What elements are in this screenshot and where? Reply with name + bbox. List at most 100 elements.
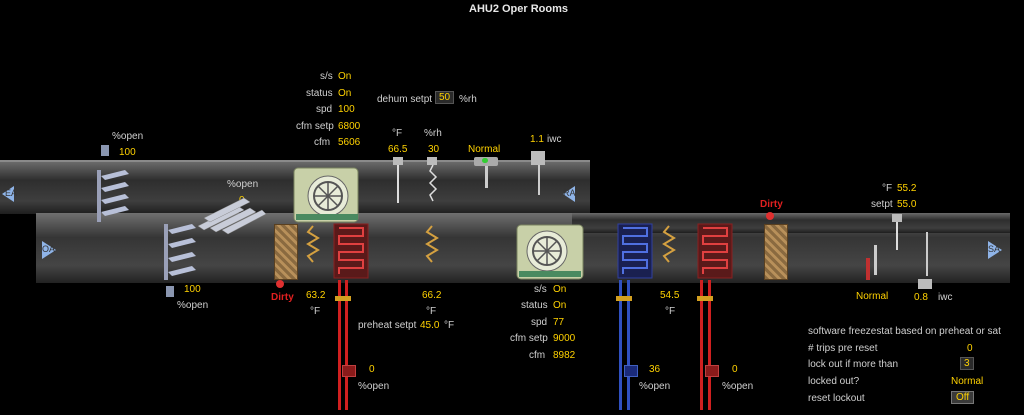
return-temp-sensor-icon (393, 157, 403, 165)
oa-damper-actuator-icon (166, 286, 174, 297)
sat-sensor-icon (892, 214, 902, 222)
chw-return-pipe (627, 280, 630, 410)
rf-spd-value: 100 (338, 104, 355, 115)
freezestat-reset-label: reset lockout (808, 393, 865, 404)
outside-air-arrow-icon (42, 241, 56, 259)
filter-2-status: Dirty (760, 199, 783, 210)
ea-damper-label: %open (112, 131, 144, 142)
supply-smoke-rod (874, 245, 877, 275)
return-fan-icon[interactable] (293, 167, 364, 223)
return-rh-sensor-icon (427, 157, 437, 165)
mixed-temp-value: 66.2 (422, 290, 442, 301)
chw-pipe-union (616, 296, 632, 301)
sat-probe (896, 222, 898, 250)
supply-static-sensor-icon (918, 279, 932, 289)
freezestat-reset-button[interactable]: Off (951, 391, 975, 404)
rf-cfm-label: cfm (314, 137, 331, 148)
preheat-valve-icon[interactable] (342, 365, 356, 377)
oa-damper-label: %open (177, 300, 209, 311)
oa-label: OA (42, 244, 56, 254)
ea-damper-value: 100 (119, 147, 136, 158)
sf-ss-value: On (553, 284, 567, 295)
reheat-return-pipe (708, 280, 711, 410)
reheat-valve-value: 0 (732, 364, 738, 375)
filter-1-icon (274, 224, 298, 280)
preheat-temp-value: 63.2 (306, 290, 326, 301)
supply-static-unit: iwc (938, 292, 953, 303)
supply-arrow-icon (988, 241, 1002, 259)
supply-smoke-probe (866, 258, 870, 280)
rf-cfm-setp-value: 6800 (338, 121, 361, 132)
mix-damper-label: %open (227, 179, 259, 190)
mixed-temp-probe-icon (425, 225, 439, 263)
ea-label: EA (5, 188, 18, 198)
freezestat-locked-label: locked out? (808, 376, 860, 387)
return-static-value: 1.1 (530, 134, 544, 145)
preheat-pipe-union (335, 296, 351, 301)
preheat-temp-unit: °F (310, 306, 321, 317)
chw-valve-value: 36 (649, 364, 661, 375)
ea-damper-blades-icon (97, 170, 129, 222)
sf-spd-value: 77 (553, 317, 565, 328)
rf-status-label: status (306, 88, 333, 99)
smoke-probe (485, 166, 488, 188)
sf-cfm-label: cfm (529, 350, 546, 361)
dehum-setpt-input[interactable]: 50 (435, 91, 455, 104)
freezestat-trips-label: # trips pre reset (808, 343, 878, 354)
chw-valve-icon[interactable] (624, 365, 638, 377)
filter-2-alarm-icon (766, 212, 774, 220)
return-rh-probe-icon (428, 164, 438, 202)
supply-static-value: 0.8 (914, 292, 928, 303)
freezestat-trips-value: 0 (967, 343, 973, 354)
static-probe (538, 165, 540, 195)
supply-static-probe (926, 232, 928, 276)
dehum-setpt-unit: %rh (459, 94, 477, 105)
sf-status-value: On (553, 300, 567, 311)
chw-supply-pipe (619, 280, 622, 410)
rf-cfm-setp-label: cfm setp (296, 121, 334, 132)
cooling-temp-value: 54.5 (660, 290, 680, 301)
preheat-setpt-value[interactable]: 45.0 (420, 320, 440, 331)
sat-value: 55.2 (897, 183, 917, 194)
sat-unit: °F (882, 183, 893, 194)
oa-damper-blades-icon (164, 224, 196, 280)
supply-fan-icon[interactable] (516, 224, 587, 281)
filter-2-icon (764, 224, 788, 280)
sf-status-label: status (521, 300, 548, 311)
return-temp-probe (397, 165, 399, 203)
preheat-supply-pipe (338, 280, 341, 410)
return-arrow-icon (563, 186, 575, 202)
freezestat-lockout-input[interactable]: 3 (960, 357, 974, 370)
smoke-detector-status: Normal (468, 144, 501, 155)
ra-label: RA (563, 188, 576, 198)
sf-cfm-value: 8982 (553, 350, 576, 361)
supply-smoke-status: Normal (856, 291, 889, 302)
reheat-coil-icon (697, 223, 733, 279)
return-rh-value: 30 (428, 144, 440, 155)
rh-unit: %rh (424, 128, 442, 139)
rf-ss-value: On (338, 71, 352, 82)
preheat-valve-value: 0 (369, 364, 375, 375)
rf-spd-label: spd (316, 104, 333, 115)
chw-valve-label: %open (639, 381, 671, 392)
dehum-setpt-label: dehum setpt (377, 94, 433, 105)
freezestat-locked-value: Normal (951, 376, 984, 387)
reheat-supply-pipe (700, 280, 703, 410)
preheat-temp-probe-icon (306, 225, 320, 263)
sf-spd-label: spd (531, 317, 548, 328)
rt-unit: °F (392, 128, 403, 139)
rf-cfm-value: 5606 (338, 137, 361, 148)
return-static-unit: iwc (547, 134, 562, 145)
sat-setpt-label: setpt (871, 199, 893, 210)
sf-cfm-setp-label: cfm setp (510, 333, 548, 344)
sa-label: SA (988, 244, 1001, 254)
reheat-valve-icon[interactable] (705, 365, 719, 377)
preheat-coil-icon (333, 223, 369, 279)
oa-damper-value: 100 (184, 284, 201, 295)
page-title: AHU2 Oper Rooms (469, 3, 569, 15)
smoke-led-icon (482, 158, 488, 163)
freezestat-heading: software freezestat based on preheat or … (808, 326, 1001, 337)
sat-setpt-value[interactable]: 55.0 (897, 199, 917, 210)
cooling-temp-probe-icon (662, 225, 676, 263)
exhaust-arrow-icon (2, 186, 14, 202)
